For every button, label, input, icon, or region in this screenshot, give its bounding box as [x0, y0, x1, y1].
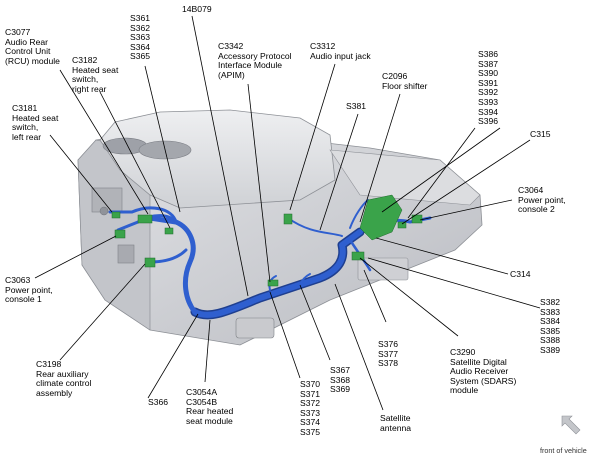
- label-c3181: C3181 Heated seat switch, left rear: [12, 103, 59, 142]
- label-c314: C314: [510, 269, 531, 279]
- label-c3077: C3077 Audio Rear Control Unit (RCU) modu…: [5, 27, 60, 66]
- label-s370-s375: S370 S371 S372 S373 S374 S375: [300, 379, 321, 437]
- label-front-of-vehicle: front of vehicle: [540, 446, 587, 455]
- label-c3198: C3198 Rear auxiliary climate control ass…: [36, 359, 92, 398]
- connector-c2096: [359, 194, 403, 241]
- connector-c315: [397, 221, 407, 229]
- label-c315: C315: [530, 129, 551, 139]
- label-satellite-antenna: Satellite antenna: [380, 413, 412, 433]
- label-s367-s369: S367 S368 S369: [330, 365, 351, 395]
- connector-c3290: [351, 251, 365, 261]
- label-c3290: C3290 Satellite Digital Audio Receiver S…: [450, 347, 517, 396]
- label-s361-s365: S361 S362 S363 S364 S365: [130, 13, 151, 62]
- connector-c3198: [144, 257, 156, 268]
- label-s386-s396: S386 S387 S390 S391 S392 S393 S394 S396: [478, 49, 499, 127]
- connector-c3182: [164, 227, 174, 235]
- connectors: [111, 194, 423, 287]
- label-s382-s389: S382 S383 S384 S385 S388 S389: [540, 297, 561, 355]
- label-s381: S381: [346, 101, 367, 111]
- label-s376-s378: S376 S377 S378: [378, 339, 399, 369]
- label-c3312: C3312 Audio input jack: [310, 41, 371, 61]
- label-c3342: C3342 Accessory Protocol Interface Modul…: [218, 41, 292, 80]
- console-body: [77, 109, 483, 346]
- connector-c3312: [283, 213, 293, 225]
- label-c3063: C3063 Power point, console 1: [5, 275, 53, 305]
- label-c3054: C3054A C3054B Rear heated seat module: [186, 387, 234, 426]
- label-c2096: C2096 Floor shifter: [382, 71, 428, 91]
- connector-c3063: [114, 229, 126, 239]
- leader-lines: [34, 15, 541, 411]
- label-s366: S366: [148, 397, 169, 407]
- connector-c3342: [267, 279, 279, 287]
- connector-c3077: [137, 214, 153, 224]
- label-c3064: C3064 Power point, console 2: [518, 185, 566, 215]
- label-c3182: C3182 Heated seat switch, right rear: [72, 55, 119, 94]
- arrow-up-left-icon: [561, 415, 581, 435]
- label-14b079: 14B079: [182, 4, 212, 14]
- connector-c3064: [411, 214, 423, 224]
- connector-c3181: [111, 211, 121, 219]
